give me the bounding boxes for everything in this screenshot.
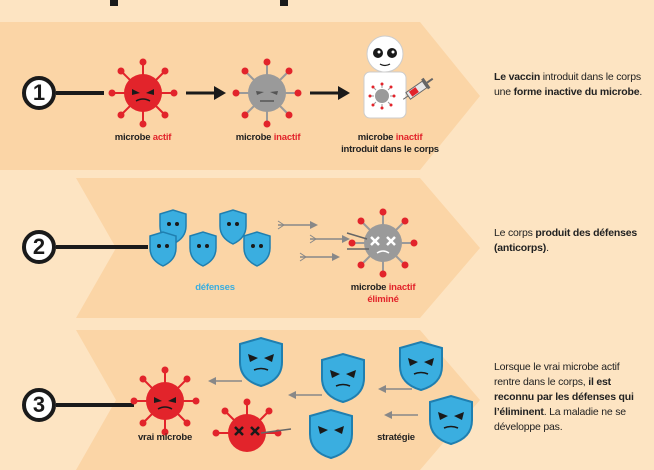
top-decoration [0, 0, 654, 20]
arrow-right-icon [186, 86, 226, 100]
step-2-number: 2 [22, 230, 56, 264]
human-figure-icon [363, 35, 407, 119]
label-microbe-eliminated: microbe inactif éliminé [350, 282, 416, 305]
step-1-number: 1 [22, 76, 56, 110]
shield-antibody-icon [239, 336, 283, 388]
step-3-row: 3 vrai microbe [0, 330, 654, 470]
shield-antibody-icon [399, 340, 443, 392]
shield-antibody-icon [429, 394, 473, 446]
step-3-band [76, 330, 480, 470]
shield-antibody-icon [309, 408, 353, 460]
label-microbe-introduced: microbe inactif introduit dans le corps [341, 132, 439, 155]
label-defenses: défenses [195, 282, 235, 293]
dart-arrow-icon [309, 234, 350, 244]
dart-arrow-icon [288, 391, 322, 399]
step-1-band [0, 22, 480, 170]
microbe-eliminated-icon [346, 208, 418, 278]
label-microbe-inactive: microbe inactif [235, 132, 301, 143]
dart-arrow-icon [299, 252, 340, 262]
microbe-eliminated-icon [212, 398, 292, 452]
shield-antibody-group [149, 209, 271, 267]
step-2-description: Le corps produit des défenses (anticorps… [494, 227, 637, 254]
step-3-connector [56, 403, 134, 407]
step-1-connector [56, 91, 104, 95]
dart-arrow-icon [277, 220, 318, 230]
shield-antibody-icon [321, 352, 365, 404]
label-microbe-active: microbe actif [114, 132, 172, 143]
step-2-connector [56, 245, 148, 249]
dart-arrow-icon [378, 385, 412, 393]
microbe-inactive-icon [232, 58, 302, 128]
step-1-description: Le vaccin introduit dans le corps une fo… [494, 71, 643, 98]
label-real-microbe: vrai microbe [137, 432, 193, 443]
step-2-row: 2 défenses [0, 178, 654, 318]
microbe-active-icon [130, 366, 200, 436]
dart-arrow-icon [384, 411, 418, 419]
arrow-right-icon [310, 86, 350, 100]
step-1-row: 1 microbe actif [0, 22, 654, 170]
step-3-number: 3 [22, 388, 56, 422]
dart-arrow-icon [208, 377, 242, 385]
step-3-description: Lorsque le vrai microbe actif rentre dan… [494, 361, 634, 433]
microbe-active-icon [108, 58, 178, 128]
label-strategy: stratégie [377, 432, 415, 443]
syringe-icon [402, 77, 434, 100]
